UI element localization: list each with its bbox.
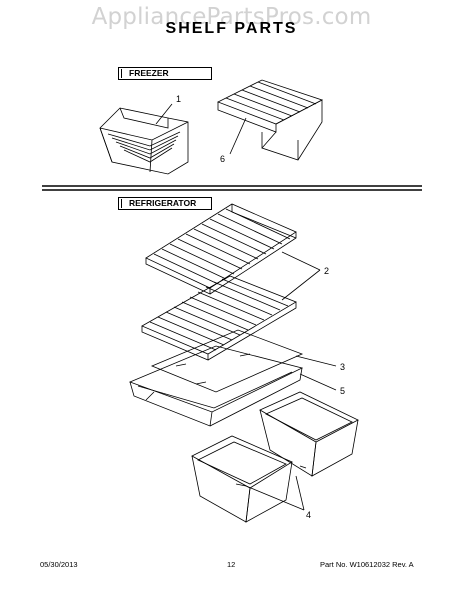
callout-3: 3 (340, 362, 345, 372)
leader-line-6 (229, 117, 247, 155)
leader-line-1 (155, 103, 173, 125)
callout-5: 5 (340, 386, 345, 396)
refrigerator-wire-shelf-upper (145, 203, 297, 295)
freezer-section-label: FREEZER (118, 67, 212, 80)
refrigerator-wire-shelf-lower (141, 275, 297, 361)
footer-part-number: Part No. W10612032 Rev. A (320, 560, 414, 569)
leader-line-4-right (295, 475, 305, 511)
freezer-bin (99, 107, 189, 175)
leader-line-2-lower (281, 269, 321, 301)
leader-line-2-upper (281, 251, 321, 271)
leader-line-3 (295, 355, 337, 367)
footer-page-number: 12 (227, 560, 236, 569)
callout-1: 1 (176, 94, 181, 104)
leader-line-4-left (245, 485, 305, 511)
callout-2: 2 (324, 266, 329, 276)
page-title: SHELF PARTS (165, 20, 298, 37)
leader-line-5 (299, 373, 337, 391)
watermark: AppliancePartsPros.com (91, 4, 372, 30)
crisper-glass-shelf (150, 329, 304, 393)
footer-date: 05/30/2013 (40, 560, 78, 569)
crisper-cover-frame (128, 345, 304, 427)
callout-6: 6 (220, 154, 225, 164)
crisper-drawer-left (191, 435, 293, 523)
callout-4: 4 (306, 510, 311, 520)
refrigerator-section-label: REFRIGERATOR (118, 197, 212, 210)
crisper-drawer-right (259, 391, 359, 477)
freezer-wire-shelf (217, 79, 324, 161)
